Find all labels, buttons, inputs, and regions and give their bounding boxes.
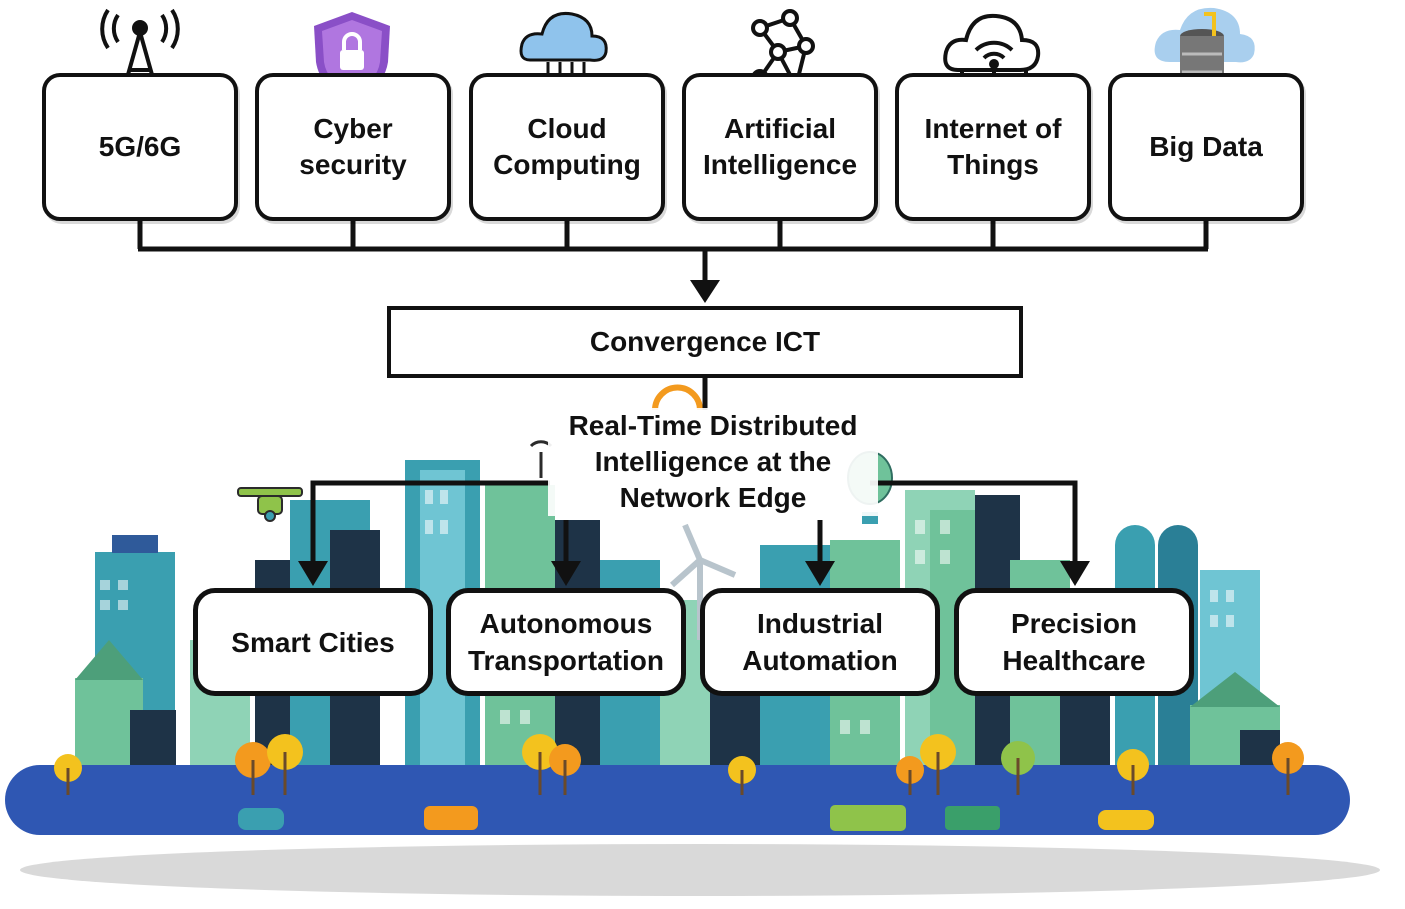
app-label-industrial-automation: Industrial Automation [742,608,898,676]
car-icon [238,808,284,830]
app-label-autonomous-transportation: Autonomous Transportation [467,608,664,676]
tech-box-cloud-computing: Cloud Computing [469,73,665,221]
taxi-icon [1098,810,1154,830]
convergence-box: Convergence ICT [387,306,1023,378]
tech-label-cloud-computing: Cloud Computing [493,113,641,180]
tech-box-cybersecurity: Cyber security [255,73,451,221]
ground-shadow [20,844,1380,896]
tech-label-artificial-intelligence: Artificial Intelligence [702,113,858,180]
edge-intelligence-label: Real-Time Distributed Intelligence at th… [548,408,878,516]
app-box-precision-healthcare: Precision Healthcare [954,588,1194,696]
tech-box-big-data: Big Data [1108,73,1304,221]
arrowhead-convergence [690,280,720,303]
app-box-smart-cities: Smart Cities [193,588,433,696]
arrowhead-transportation [551,561,581,586]
app-label-precision-healthcare: Precision Healthcare [1002,608,1146,676]
truck-icon [945,806,1000,830]
trees [54,734,1304,795]
app-label-smart-cities: Smart Cities [231,626,395,658]
bus-icon [830,805,906,831]
arrowhead-smart-cities [298,561,328,586]
branch-left [310,480,550,563]
tech-label-internet-of-things: Internet of Things [924,113,1062,180]
drone-icon [237,487,303,522]
sun-icon [652,384,703,411]
arrowhead-healthcare [1060,561,1090,586]
van-icon [424,806,478,830]
arrowhead-automation [805,561,835,586]
tech-label-big-data: Big Data [1149,131,1263,162]
tech-box-5g6g: 5G/6G [42,73,238,221]
app-box-industrial-automation: Industrial Automation [700,588,940,696]
tech-box-internet-of-things: Internet of Things [895,73,1091,221]
tech-label-5g6g: 5G/6G [98,131,182,162]
branch-right [870,480,1078,563]
app-box-autonomous-transportation: Autonomous Transportation [446,588,686,696]
vehicles [238,805,1154,831]
tech-box-artificial-intelligence: Artificial Intelligence [682,73,878,221]
road [5,765,1350,835]
convergence-label: Convergence ICT [589,326,821,357]
tech-label-cybersecurity: Cyber security [299,113,407,180]
